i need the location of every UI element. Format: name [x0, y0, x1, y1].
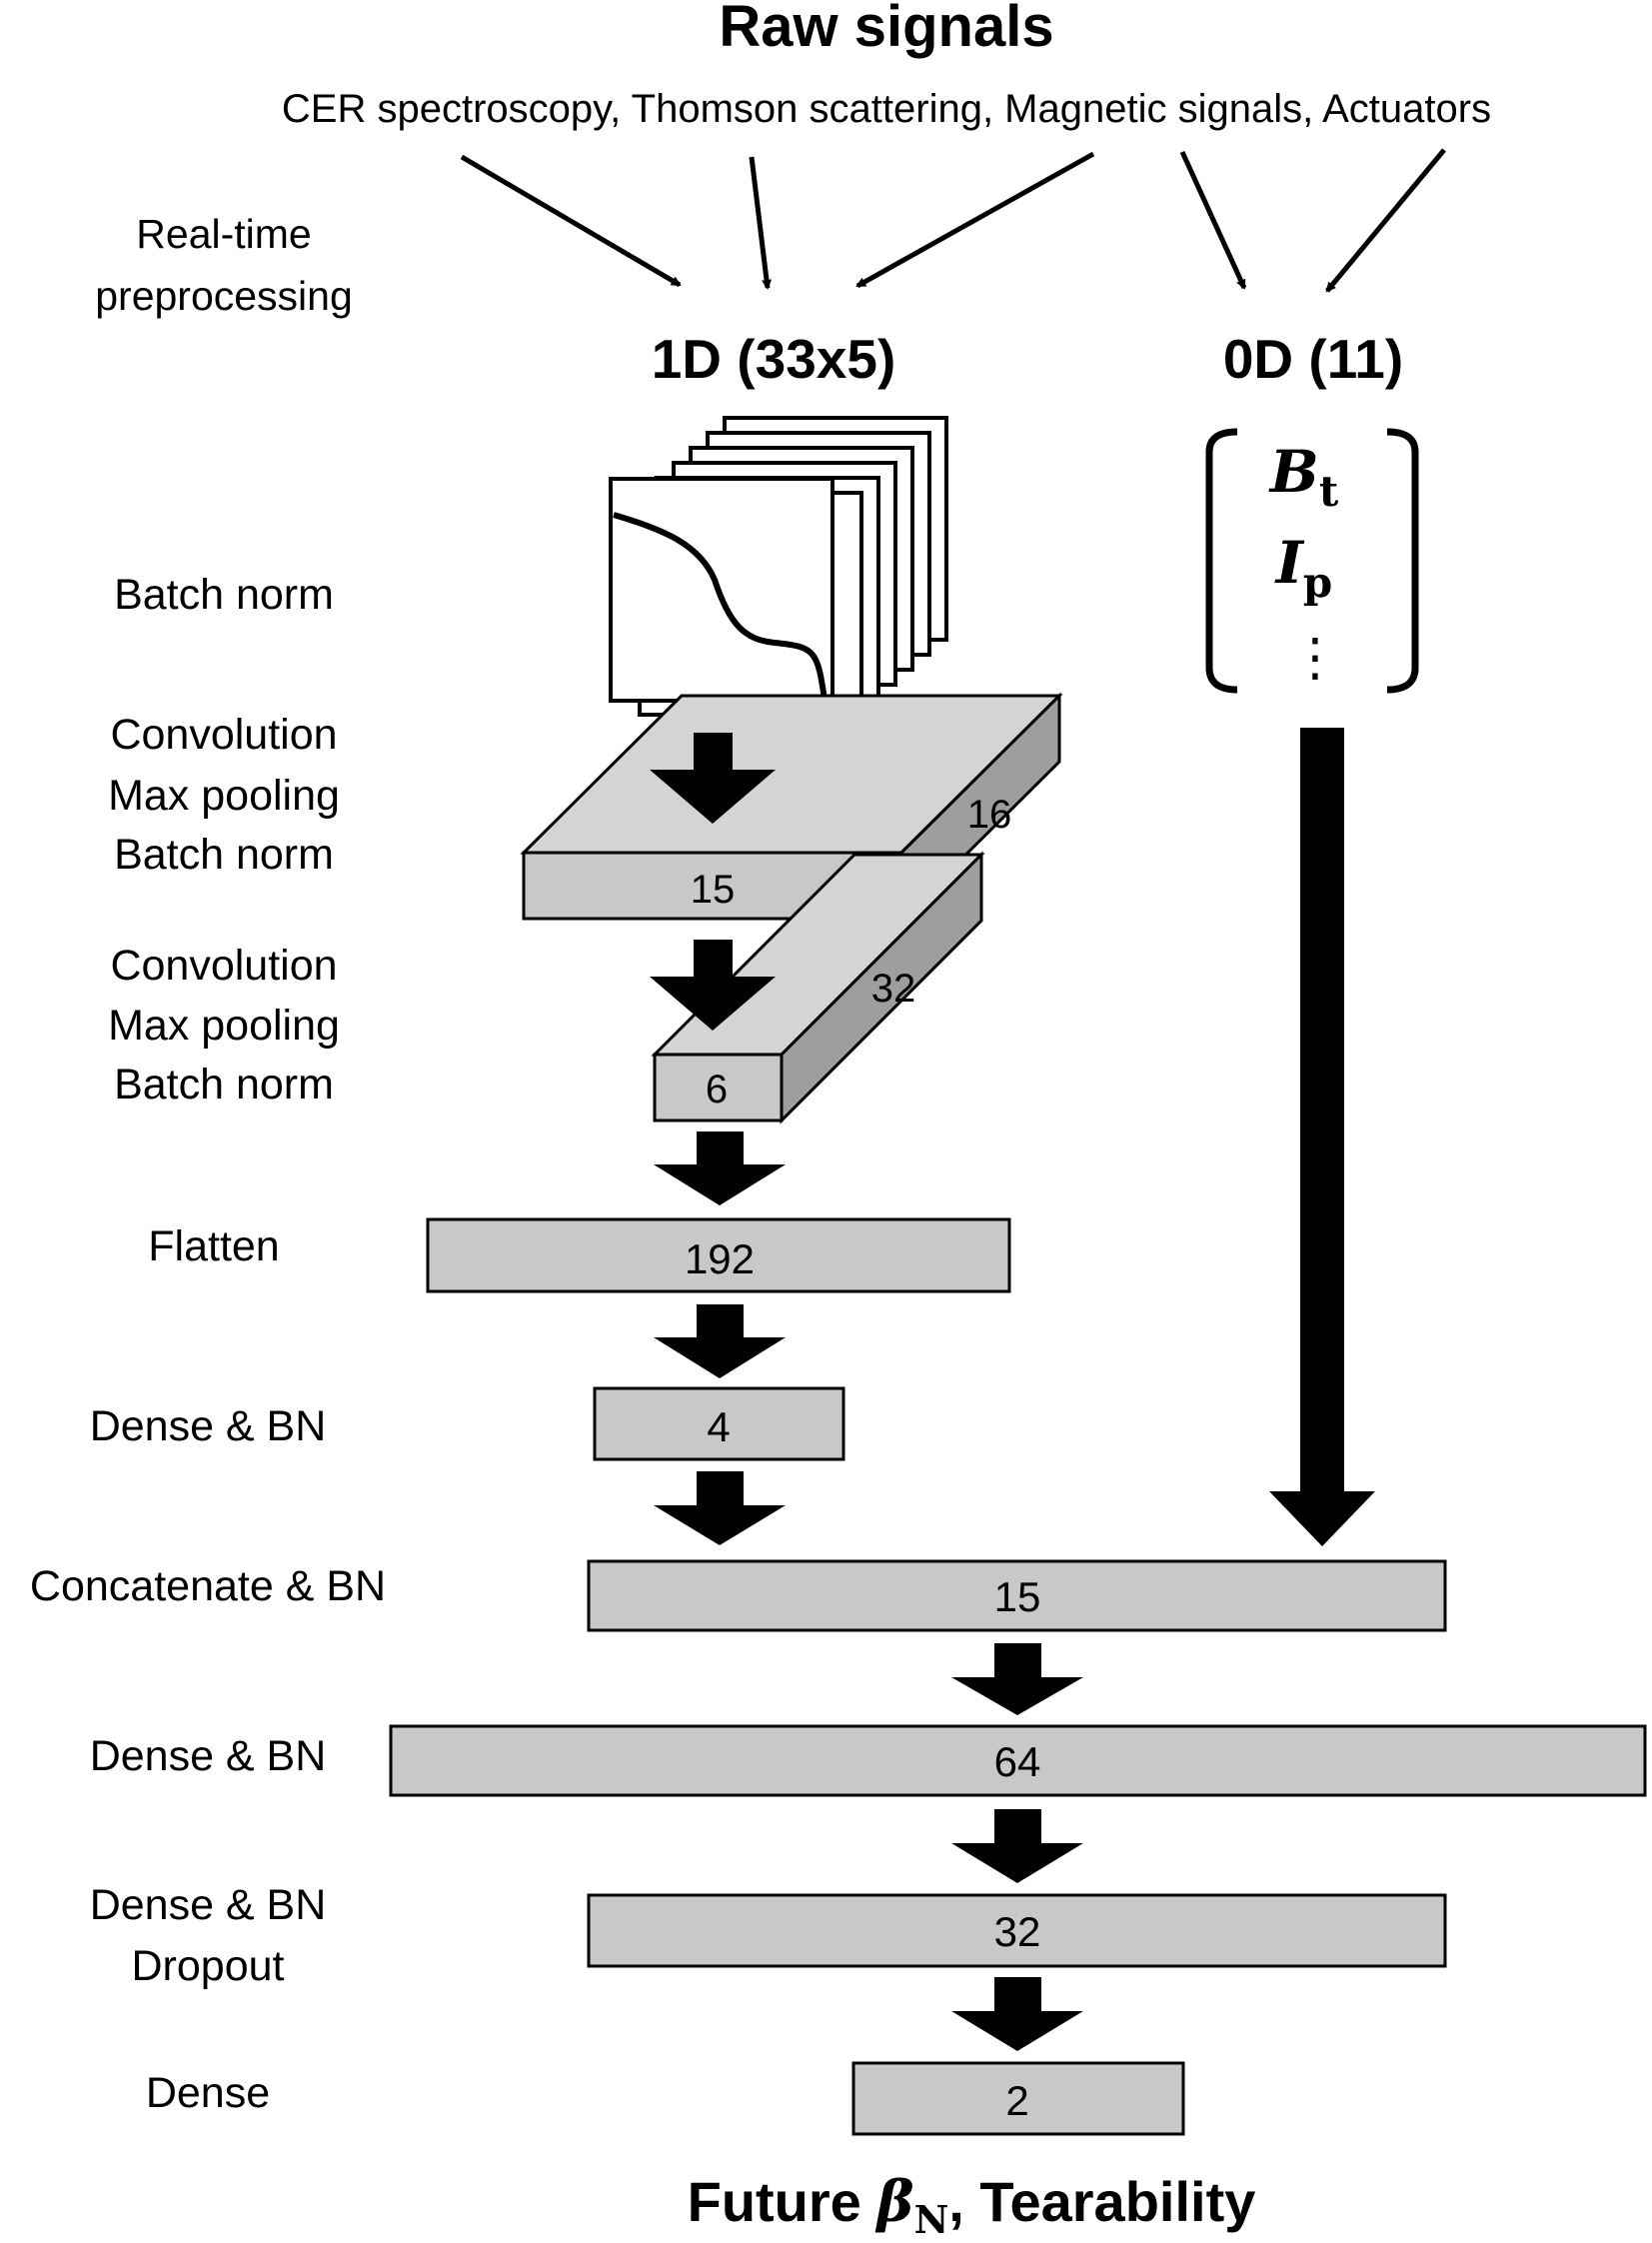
output-label: Future βN, Tearability: [688, 2169, 1256, 2242]
arrow-into-conv2: [650, 940, 776, 1031]
source-arrows: [460, 148, 1446, 293]
arrow-to-flatten: [654, 1131, 786, 1205]
dense2-size: 64: [994, 1738, 1041, 1785]
profile-input-label: 1D (33x5): [652, 328, 896, 390]
conv2-width-label: 6: [706, 1068, 728, 1112]
label-dense-bn-1: Dense & BN: [90, 1402, 327, 1450]
left-bracket: [1205, 428, 1238, 694]
label-conv1-line3: Batch norm: [114, 831, 334, 879]
scalar-bt: Bt: [1268, 438, 1339, 516]
preprocess-label-line1: Real-time: [136, 211, 311, 257]
arrow-scalar-to-concat: [1269, 728, 1375, 1546]
output-layer: [851, 2061, 1185, 2136]
label-batch-norm: Batch norm: [114, 571, 334, 619]
label-conv1-line1: Convolution: [110, 711, 337, 759]
right-bracket: [1386, 428, 1419, 694]
arrow-to-output: [951, 1977, 1083, 2051]
concat-layer: [587, 1559, 1447, 1632]
output-size: 2: [1005, 2077, 1028, 2124]
arrow-to-dense2: [951, 1643, 1083, 1715]
arrow-to-dense1: [654, 1304, 786, 1378]
profile-stack: [609, 416, 948, 717]
dense3-layer: [587, 1893, 1447, 1968]
conv2-depth-label: 32: [871, 967, 916, 1011]
arrow-to-concat: [654, 1471, 786, 1545]
flatten-size: 192: [685, 1235, 755, 1282]
scalar-ip: Ip: [1274, 529, 1333, 607]
dense1-size: 4: [707, 1403, 730, 1450]
scalar-ellipsis: ⋮: [1289, 629, 1341, 687]
label-dense-bn-3-line2: Dropout: [132, 1942, 285, 1990]
dense2-layer: [389, 1724, 1647, 1797]
label-flatten: Flatten: [148, 1222, 279, 1270]
dense1-layer: [593, 1386, 845, 1461]
concat-size: 15: [994, 1573, 1041, 1620]
label-dense-out: Dense: [146, 2069, 270, 2117]
preprocess-label-line2: preprocessing: [95, 273, 353, 319]
flatten-layer: [426, 1217, 1011, 1293]
signal-sources: CER spectroscopy, Thomson scattering, Ma…: [282, 87, 1491, 131]
arrow-into-conv1: [650, 733, 776, 824]
label-conv2-line2: Max pooling: [108, 1002, 340, 1050]
conv2-front: [653, 1053, 784, 1122]
label-conv1-line2: Max pooling: [108, 772, 340, 820]
label-conv2-line1: Convolution: [110, 942, 337, 990]
scalar-input-label: 0D (11): [1223, 328, 1403, 390]
title: Raw signals: [719, 0, 1053, 59]
label-concat: Concatenate & BN: [30, 1562, 386, 1610]
block-arrows: [654, 728, 1375, 2051]
label-dense-bn-3-line1: Dense & BN: [90, 1881, 327, 1929]
conv1-depth-label: 16: [967, 793, 1012, 837]
flat-layers: [389, 1217, 1647, 2136]
label-dense-bn-2: Dense & BN: [90, 1732, 327, 1780]
label-conv2-line3: Batch norm: [114, 1061, 334, 1109]
profile-curve: [613, 512, 827, 701]
conv1-width-label: 15: [691, 868, 736, 912]
dense3-size: 32: [994, 1908, 1041, 1955]
profile-plot: [609, 477, 834, 703]
scalar-vector: Bt Ip ⋮: [1205, 428, 1419, 694]
beta-symbol: β: [874, 2169, 913, 2235]
arrow-to-dense3: [951, 1809, 1083, 1883]
